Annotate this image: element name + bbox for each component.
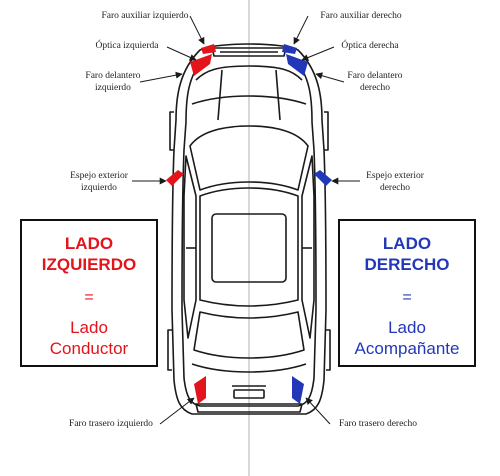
arrow-left-optic	[166, 46, 197, 61]
arrow-right-rear	[305, 397, 331, 425]
left-box-title: LADO IZQUIERDO	[41, 234, 137, 274]
left-side-box: LADO IZQUIERDO = Lado Conductor	[20, 219, 158, 367]
front-grille	[211, 47, 287, 57]
right-aux-light-icon	[282, 44, 297, 54]
right-box-equals: =	[402, 289, 412, 306]
label-left-mirror: Espejo exterior izquierdo	[70, 171, 128, 193]
right-colored-parts	[282, 44, 332, 404]
roof	[199, 187, 299, 307]
left-colored-parts	[166, 44, 216, 404]
rear-window	[193, 311, 305, 359]
right-box-subtitle: Lado Acompañante	[354, 318, 460, 358]
arrow-left-aux	[189, 15, 205, 45]
right-side-box: LADO DERECHO = Lado Acompañante	[338, 219, 476, 367]
rear-bumper	[195, 403, 303, 413]
windshield	[189, 125, 309, 191]
label-right-optic: Óptica derecha	[341, 41, 399, 51]
left-box-equals: =	[84, 289, 94, 306]
arrow-left-rear	[159, 397, 195, 425]
trunk	[191, 363, 307, 373]
left-box-subtitle: Lado Conductor	[49, 318, 129, 358]
label-right-aux-light: Faro auxiliar derecho	[320, 11, 402, 21]
label-right-rear-light: Faro trasero derecho	[338, 419, 418, 429]
sunroof	[211, 213, 287, 283]
left-aux-light-icon	[201, 44, 216, 54]
arrow-right-optic	[301, 46, 335, 61]
right-rear-light-icon	[292, 376, 304, 404]
left-rear-light-icon	[194, 376, 206, 404]
hood-outline	[195, 65, 303, 81]
left-windows	[183, 155, 197, 339]
arrow-right-aux	[293, 15, 309, 45]
label-left-aux-light: Faro auxiliar izquierdo	[101, 11, 189, 21]
right-box-title: LADO DERECHO	[364, 234, 450, 274]
left-mirror-icon	[166, 170, 184, 186]
label-left-rear-light: Faro trasero izquierdo	[69, 419, 153, 429]
label-right-mirror: Espejo exterior derecho	[366, 171, 424, 193]
arrow-left-front	[139, 71, 183, 83]
car-body-inner-line	[181, 57, 317, 407]
label-left-optic: Óptica izquierda	[95, 41, 159, 51]
label-right-front-light: Faro delantero derecho	[347, 71, 403, 93]
right-windows	[301, 155, 315, 339]
arrow-right-front	[315, 72, 345, 83]
right-mirror-icon	[314, 170, 332, 186]
label-left-front-light: Faro delantero izquierdo	[85, 71, 141, 93]
right-optic-icon	[286, 54, 308, 76]
left-optic-icon	[190, 54, 212, 76]
